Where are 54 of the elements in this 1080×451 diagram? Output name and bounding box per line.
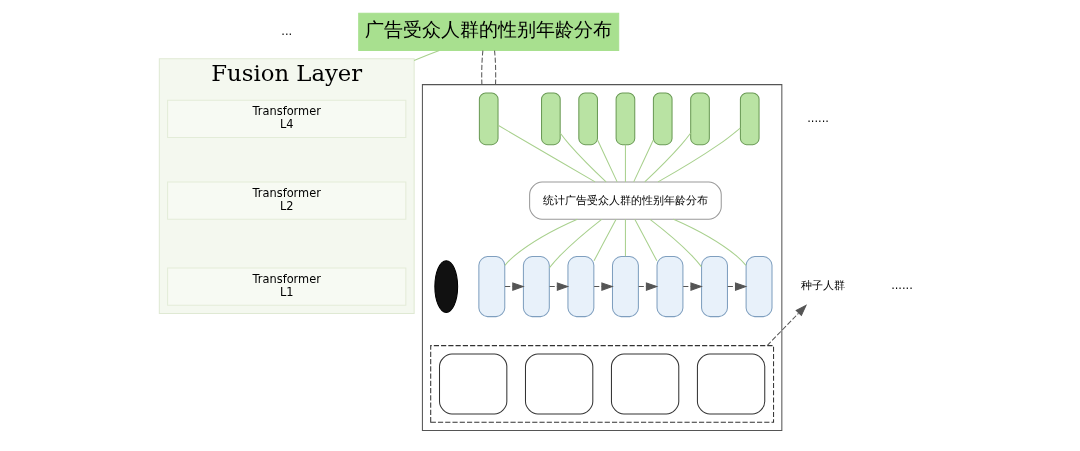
label: ...... [806,110,829,125]
connector [672,218,746,266]
arrow [682,281,703,291]
node-box: Transformer L1 [166,266,406,306]
node-box: 统计广告受众人群的性别年龄分布 [528,180,722,220]
connector [548,218,602,268]
node-bar [739,91,760,145]
node-box [611,255,639,317]
node-bar [615,91,635,145]
connector [624,143,626,182]
node-box [700,255,728,317]
connector [633,218,657,261]
connector [624,218,626,257]
node-bar [652,91,673,145]
arrow [726,281,747,291]
connector [632,139,654,182]
connector [497,124,596,182]
node-box [610,352,679,414]
node-box: Transformer L2 [166,180,406,220]
connector [493,49,496,85]
arrow [766,303,807,346]
connector [649,218,702,267]
node-box [566,255,594,317]
connector [559,132,607,182]
connector [596,139,618,182]
node-box [522,255,550,317]
node-box [745,255,772,317]
connector [593,218,617,261]
node-box: Transformer L4 [166,99,406,138]
node-person [433,259,458,313]
node-bar [577,91,598,145]
node-box: 广告受众人群的性别年龄分布 [357,12,619,51]
connector [643,132,691,182]
arrow [637,281,658,291]
connector [413,49,440,61]
node-bar [540,91,561,145]
connector [503,218,578,266]
connector [657,127,741,182]
cluster [429,344,774,423]
node-box [696,352,765,414]
node-bar [689,91,710,145]
label: ...... [890,277,913,292]
connector [480,49,483,85]
node-box [524,352,593,414]
arrow [548,281,569,291]
label: ... [280,23,292,38]
arrow [593,281,614,291]
node-box [656,255,683,317]
node-box [477,255,505,317]
node-text: 种子人群 [800,277,845,292]
node-box [438,352,507,414]
cluster [421,83,782,431]
arrow [504,281,525,291]
node-bar [478,91,499,145]
